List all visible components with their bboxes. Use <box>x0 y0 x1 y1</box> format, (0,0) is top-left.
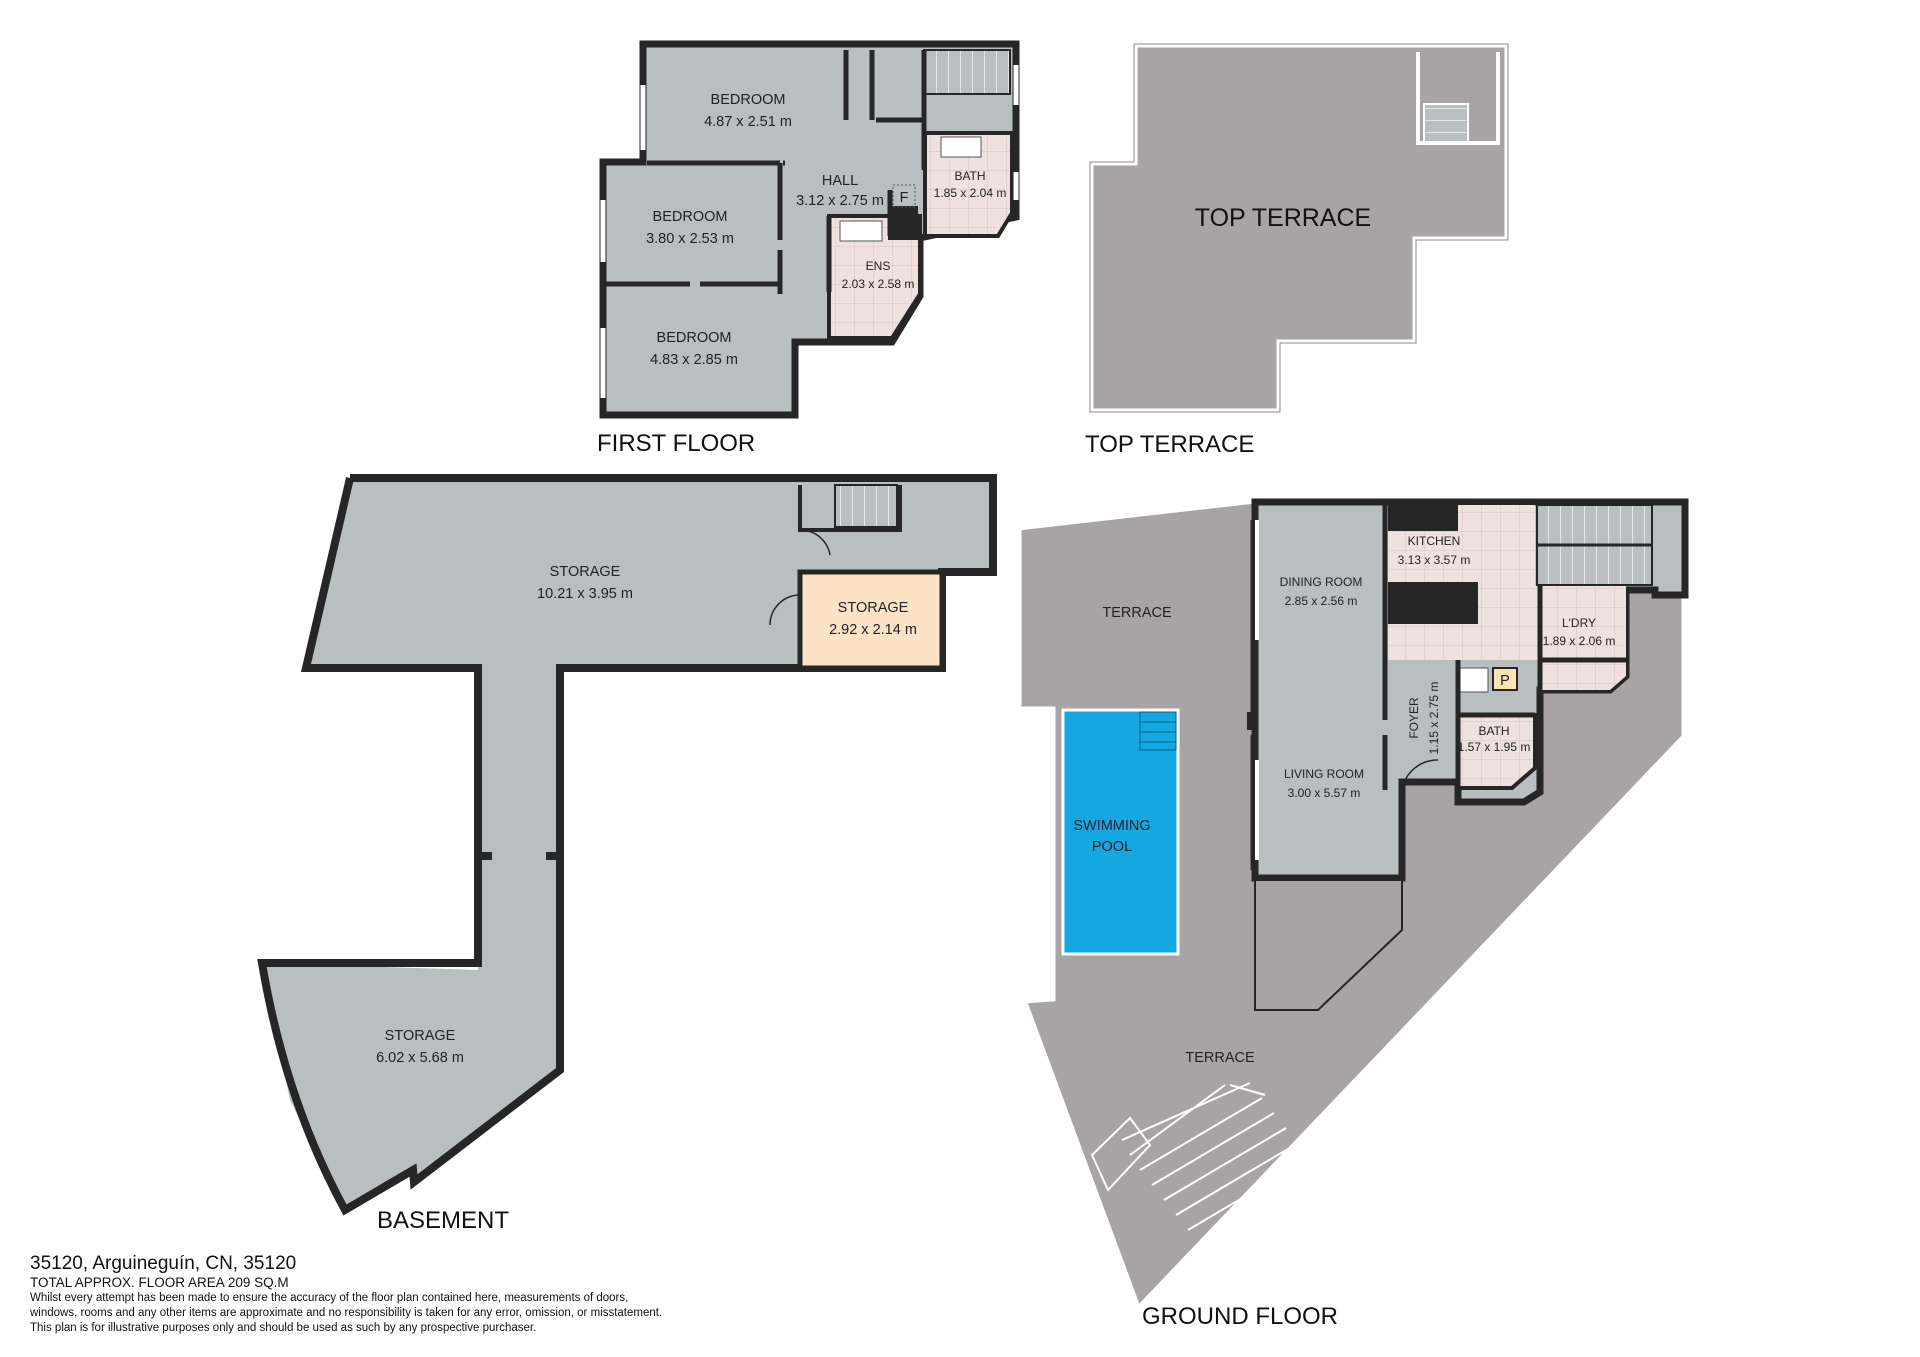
gf-pool-line2: POOL <box>1092 839 1132 855</box>
ground-floor-plan <box>1014 496 1689 1317</box>
first-floor-bath-floor <box>923 131 1014 238</box>
first-floor-bath-tub <box>940 136 982 158</box>
fl-bedroom3-dims: 4.83 x 2.85 m <box>650 352 738 368</box>
bs-storage-small-dims: 2.92 x 2.14 m <box>829 622 917 638</box>
gf-pool-line1: SWIMMING <box>1073 818 1150 834</box>
first-floor-interior-walls <box>606 50 927 294</box>
ground-patio <box>1254 879 1403 1011</box>
basement-small-storage <box>797 569 945 671</box>
gf-foyer-dims: 1.15 x 2.75 m <box>1427 682 1441 755</box>
top-terrace-label: TOP TERRACE <box>1195 204 1371 232</box>
gf-laundry-dims: 1.89 x 2.06 m <box>1543 634 1616 648</box>
first-floor-windows <box>600 65 1019 398</box>
gf-kitchen-name: KITCHEN <box>1408 534 1461 548</box>
top-terrace-title: TOP TERRACE <box>1085 431 1254 458</box>
first-floor-title: FIRST FLOOR <box>597 430 755 457</box>
bs-storage-lower-dims: 6.02 x 5.68 m <box>376 1050 464 1066</box>
top-terrace-plan <box>1086 40 1512 416</box>
property-address: 35120, Arguineguín, CN, 35120 <box>30 1253 297 1274</box>
fl-bath-dims: 1.85 x 2.04 m <box>934 186 1007 200</box>
plan-footer: 35120, Arguineguín, CN, 35120 TOTAL APPR… <box>30 1253 890 1336</box>
kitchen-counter-top <box>1388 505 1458 531</box>
gf-bath-name: BATH <box>1478 724 1509 738</box>
fridge-box <box>892 184 916 208</box>
basement-plan <box>257 474 997 1216</box>
ensuite-shower <box>839 220 883 242</box>
pool-step-lines <box>1140 721 1176 743</box>
fl-bath-name: BATH <box>954 169 985 183</box>
basement-walls <box>257 474 997 1216</box>
top-terrace-border <box>1089 43 1509 413</box>
bs-storage-main-dims: 10.21 x 3.95 m <box>537 586 633 602</box>
first-floor-stairs <box>923 49 1011 95</box>
bath-fixture <box>1459 667 1489 693</box>
disclaimer-line-3: This plan is for illustrative purposes o… <box>30 1322 537 1334</box>
fl-bedroom1-dims: 4.87 x 2.51 m <box>704 114 792 130</box>
bs-storage-lower-name: STORAGE <box>385 1028 456 1044</box>
gf-living-dims: 3.00 x 5.57 m <box>1288 786 1361 800</box>
basement-title: BASEMENT <box>377 1207 509 1234</box>
gf-dining-name: DINING ROOM <box>1280 575 1363 589</box>
first-floor-chimney <box>888 206 918 240</box>
disclaimer-line-2: windows, rooms and any other items are a… <box>30 1307 663 1319</box>
total-floor-area: TOTAL APPROX. FLOOR AREA 209 SQ.M <box>30 1275 289 1290</box>
gf-terrace-bottom-name: TERRACE <box>1185 1050 1255 1066</box>
fl-ens-dims: 2.03 x 2.58 m <box>842 277 915 291</box>
basement-door-swings <box>769 529 831 626</box>
disclaimer-line-1: Whilst every attempt has been made to en… <box>30 1292 629 1304</box>
kitchen-floor <box>1388 505 1626 690</box>
basement-column-left <box>478 852 492 860</box>
basement-stair-wall <box>798 485 902 532</box>
fl-fridge-marker: F <box>900 190 909 206</box>
gf-dining-dims: 2.85 x 2.56 m <box>1285 594 1358 608</box>
basement-column-right <box>546 852 560 860</box>
gf-pantry-marker: P <box>1500 673 1510 689</box>
gf-laundry-name: L'DRY <box>1562 616 1596 630</box>
terrace-stairs <box>1090 1082 1311 1231</box>
kitchen-island <box>1388 582 1478 624</box>
top-terrace-stairs <box>1423 103 1469 145</box>
first-floor-plan <box>599 40 1020 419</box>
basement-stairs <box>834 484 898 528</box>
gf-bath-dims: 1.57 x 1.95 m <box>1458 740 1531 754</box>
gf-foyer-name: FOYER <box>1407 697 1421 739</box>
fl-bedroom2-name: BEDROOM <box>653 209 728 225</box>
fl-hall-name: HALL <box>822 173 858 189</box>
pool-steps <box>1139 711 1177 751</box>
gf-living-name: LIVING ROOM <box>1284 767 1364 781</box>
bs-storage-main-name: STORAGE <box>550 564 621 580</box>
gf-terrace-top-name: TERRACE <box>1102 605 1172 621</box>
ground-interior-walls <box>1255 505 1626 881</box>
fl-ens-name: ENS <box>866 259 891 273</box>
fl-bedroom1-name: BEDROOM <box>711 92 786 108</box>
fl-bedroom2-dims: 3.80 x 2.53 m <box>646 231 734 247</box>
bs-storage-small-name: STORAGE <box>838 600 909 616</box>
pantry-box <box>1492 667 1518 691</box>
ground-column <box>1247 712 1257 730</box>
gf-kitchen-dims: 3.13 x 3.57 m <box>1398 553 1471 567</box>
swimming-pool <box>1061 708 1180 956</box>
top-terrace-stair-wall <box>1416 52 1500 145</box>
foyer-door-swing <box>1401 759 1439 791</box>
ground-floor-title: GROUND FLOOR <box>1142 1303 1338 1330</box>
fl-hall-dims: 3.12 x 2.75 m <box>796 193 884 209</box>
fl-bedroom3-name: BEDROOM <box>657 330 732 346</box>
